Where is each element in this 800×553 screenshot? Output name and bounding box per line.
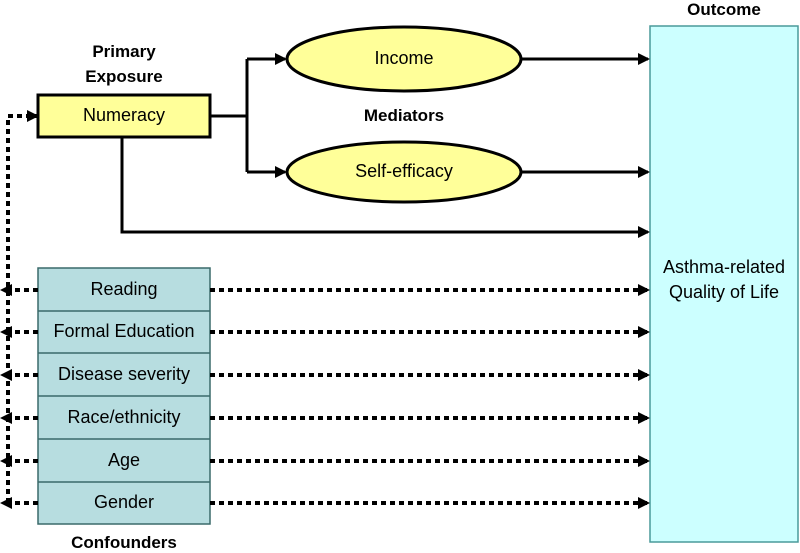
confounder-formal-education: Formal Education bbox=[53, 321, 195, 341]
confounder-age: Age bbox=[107, 450, 141, 470]
confounder-gender: Gender bbox=[93, 492, 155, 512]
outcome-box bbox=[649, 25, 799, 543]
exposure-to-mediators-arrows bbox=[210, 53, 287, 178]
mediator-income-label: Income bbox=[374, 48, 434, 68]
confounder-reading: Reading bbox=[90, 279, 158, 299]
primary-exposure-heading-line2: Exposure bbox=[85, 67, 163, 86]
confounder-disease-severity: Disease severity bbox=[57, 364, 191, 384]
confounder-to-exposure-arrows bbox=[0, 110, 39, 509]
mediators-to-outcome-arrows bbox=[521, 53, 650, 178]
outcome-label-line1: Asthma-related bbox=[662, 257, 786, 277]
outcome-label: Asthma-related Quality of Life bbox=[650, 255, 798, 305]
confounder-to-outcome-arrows bbox=[210, 284, 650, 509]
mediators-heading: Mediators bbox=[363, 106, 445, 125]
confounder-stack bbox=[37, 267, 211, 525]
confounders-heading: Confounders bbox=[71, 533, 177, 552]
outcome-heading: Outcome bbox=[687, 0, 761, 19]
primary-exposure-heading-line1: Primary bbox=[92, 42, 156, 61]
exposure-to-outcome-arrow bbox=[120, 137, 650, 238]
outcome-label-line2: Quality of Life bbox=[668, 282, 780, 302]
exposure-label: Numeracy bbox=[82, 105, 166, 125]
exposure-box bbox=[36, 93, 212, 139]
confounder-race-ethnicity: Race/ethnicity bbox=[67, 407, 181, 427]
mediator-self-efficacy-label: Self-efficacy bbox=[355, 161, 453, 181]
